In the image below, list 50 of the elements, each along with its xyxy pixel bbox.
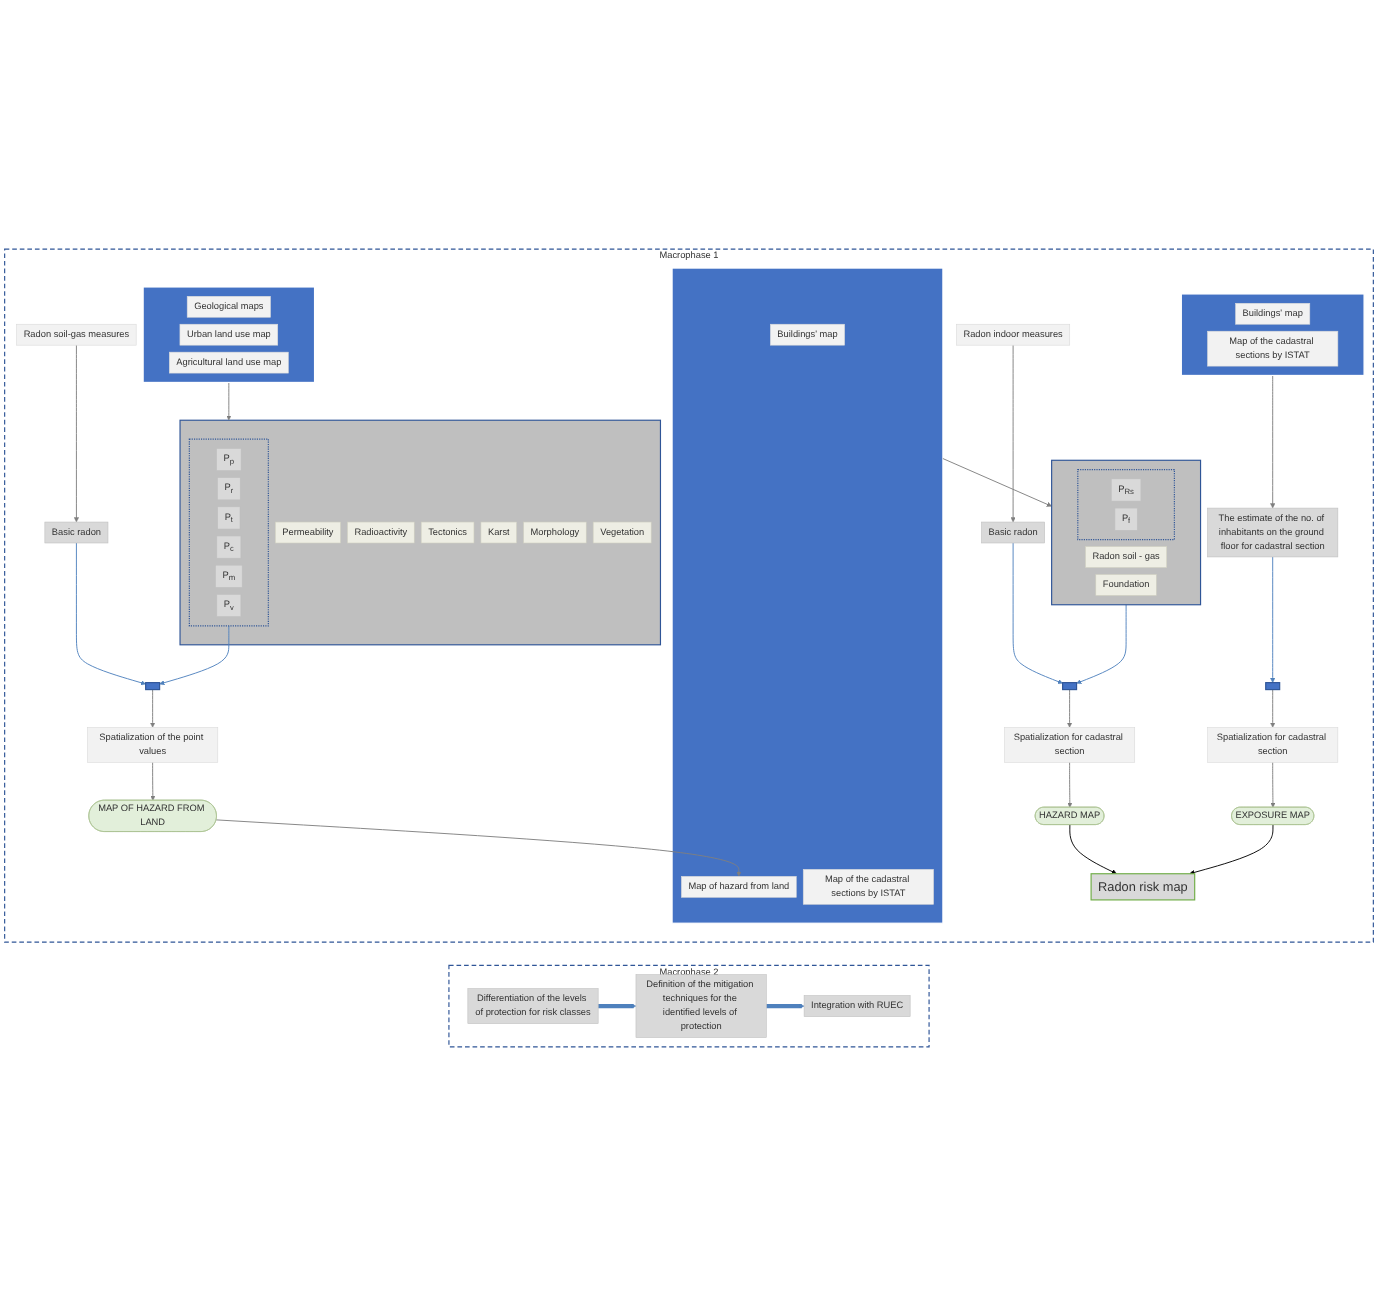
arrow (598, 1003, 637, 1009)
node-box (186, 296, 271, 318)
node-box (635, 974, 767, 1038)
node-box (1265, 682, 1281, 691)
node-box (275, 521, 341, 544)
cluster (448, 964, 930, 1048)
node-box (216, 448, 242, 471)
node-box (169, 351, 289, 374)
node-box (803, 995, 911, 1017)
cluster (1180, 293, 1365, 376)
node-box (981, 521, 1045, 544)
node-box (1207, 507, 1339, 558)
node-box (681, 876, 797, 898)
node-box (770, 323, 845, 346)
node-box (1004, 727, 1136, 763)
node-box (1207, 330, 1339, 367)
node-box (467, 988, 599, 1024)
node-box (216, 535, 242, 559)
node-box (44, 521, 109, 544)
node-box (592, 521, 652, 544)
node-box (1095, 574, 1157, 596)
cluster (1051, 459, 1202, 606)
node-box (179, 323, 279, 346)
node-box (802, 869, 934, 905)
cluster (142, 286, 316, 383)
cluster (4, 248, 1374, 943)
node-box (1062, 682, 1078, 691)
node-box (523, 521, 587, 544)
node-box (1235, 303, 1311, 325)
cluster (179, 419, 662, 646)
cluster (188, 438, 269, 627)
node-box (480, 521, 517, 544)
node-box (215, 564, 243, 588)
node-box (1085, 546, 1167, 568)
node-box (216, 594, 242, 617)
node-box (217, 477, 241, 501)
node-box (145, 682, 161, 691)
cluster (1077, 469, 1175, 541)
node-box (1207, 727, 1339, 763)
node-box (1114, 507, 1138, 531)
cluster (671, 267, 944, 924)
node-box (347, 521, 415, 544)
node-box (16, 323, 137, 346)
node-box (1090, 873, 1196, 901)
node-box (87, 727, 219, 763)
node-box (420, 521, 475, 544)
node-box (217, 506, 241, 530)
node-box (1111, 478, 1142, 502)
arrow (766, 1003, 805, 1009)
node-box (956, 323, 1071, 346)
